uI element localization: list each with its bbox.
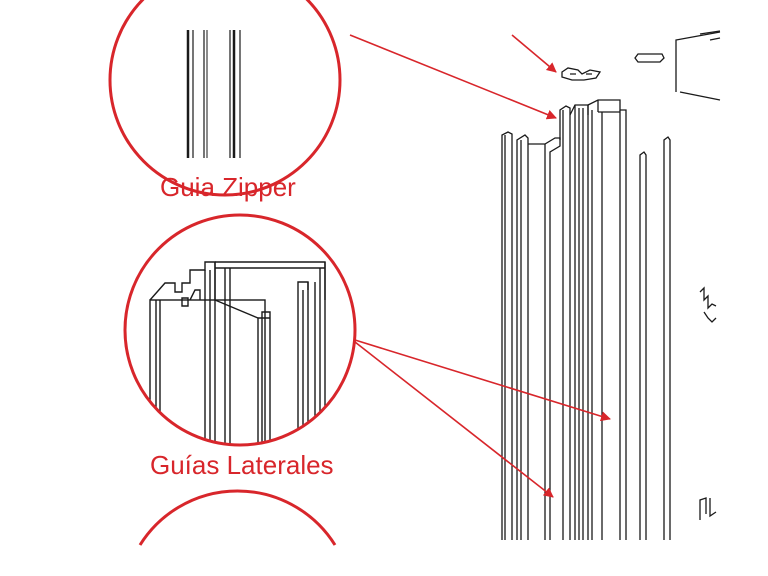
arrow-zipper-to-guide: [349, 34, 557, 120]
arrow-lateral-to-guide-lower: [354, 341, 554, 498]
callout-arrows: [349, 34, 611, 498]
zipper-guide-label: Guia Zipper: [160, 172, 296, 202]
lateral-guides-detail-circle: [123, 213, 357, 447]
arrow-lateral-to-guide-upper: [354, 339, 611, 422]
zipper-detail-circle: [108, 0, 342, 197]
bottom-detail-circle: [138, 489, 337, 546]
arrow-zipper-to-top-part: [511, 34, 557, 73]
main-assembly-drawing: [501, 30, 721, 540]
lateral-guides-label: Guías Laterales: [150, 450, 334, 480]
